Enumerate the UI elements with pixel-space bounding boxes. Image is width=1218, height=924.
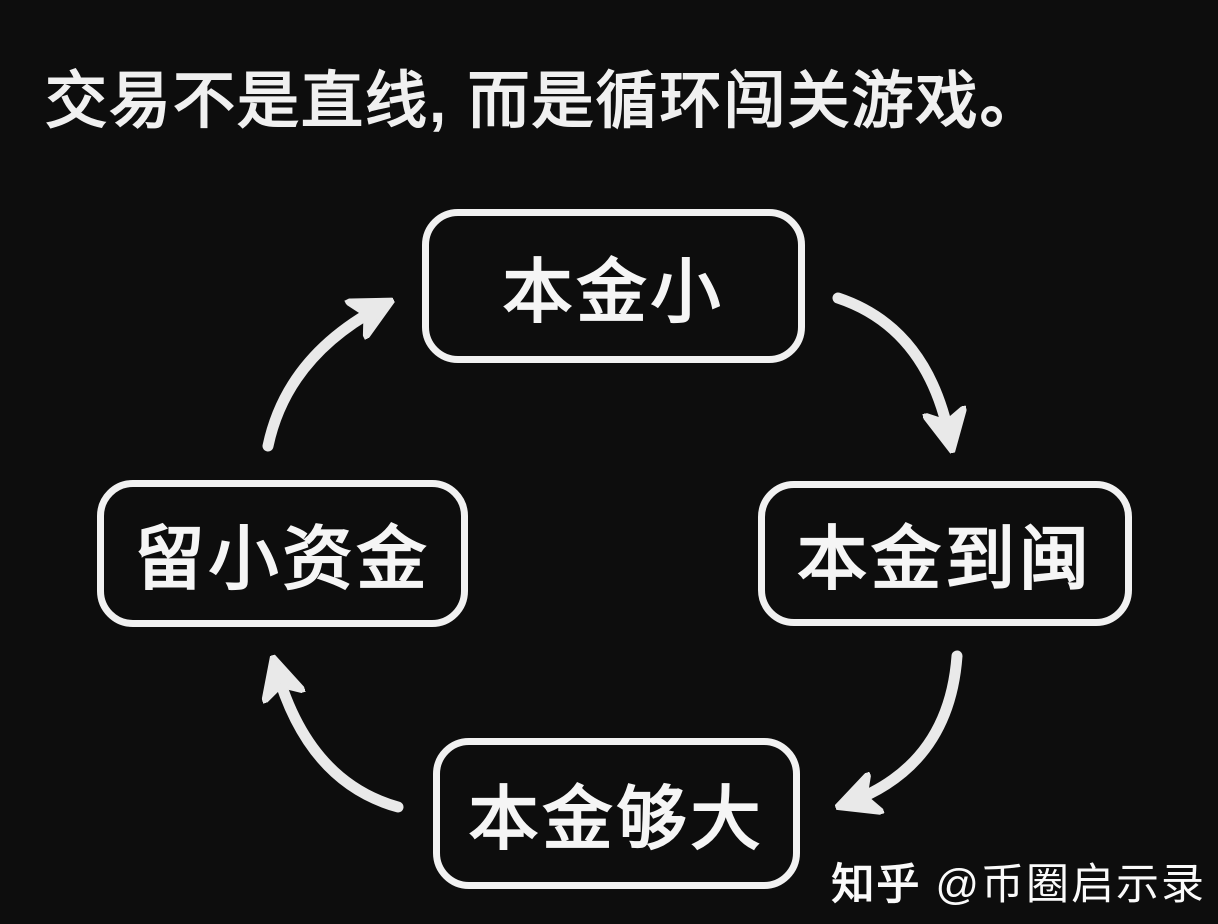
cycle-node-label: 本金到闽 — [797, 520, 1093, 598]
watermark: 知乎 @币圈启示录 — [831, 850, 1206, 912]
page-title: 交易不是直线, 而是循环闯关游戏。 — [45, 67, 1044, 136]
zhihu-logo-text: 知乎 — [831, 861, 922, 909]
watermark-handle: @币圈启示录 — [935, 861, 1206, 909]
cycle-node-keep-small-funds: 留小资金 — [97, 480, 468, 627]
arrow-top-to-right-icon — [832, 292, 950, 440]
cycle-node-capital-small: 本金小 — [422, 209, 805, 363]
cycle-node-label: 本金够大 — [468, 780, 765, 858]
arrow-left-to-top-icon — [262, 306, 382, 452]
arrow-right-to-bottom-icon — [848, 650, 963, 803]
arrow-bottom-to-left-icon — [276, 668, 404, 813]
cycle-node-label: 本金小 — [502, 252, 725, 331]
cycle-node-capital-big-enough: 本金够大 — [433, 738, 800, 889]
cycle-node-label: 留小资金 — [134, 520, 431, 598]
cycle-node-capital-arrived: 本金到闽 — [758, 481, 1132, 626]
